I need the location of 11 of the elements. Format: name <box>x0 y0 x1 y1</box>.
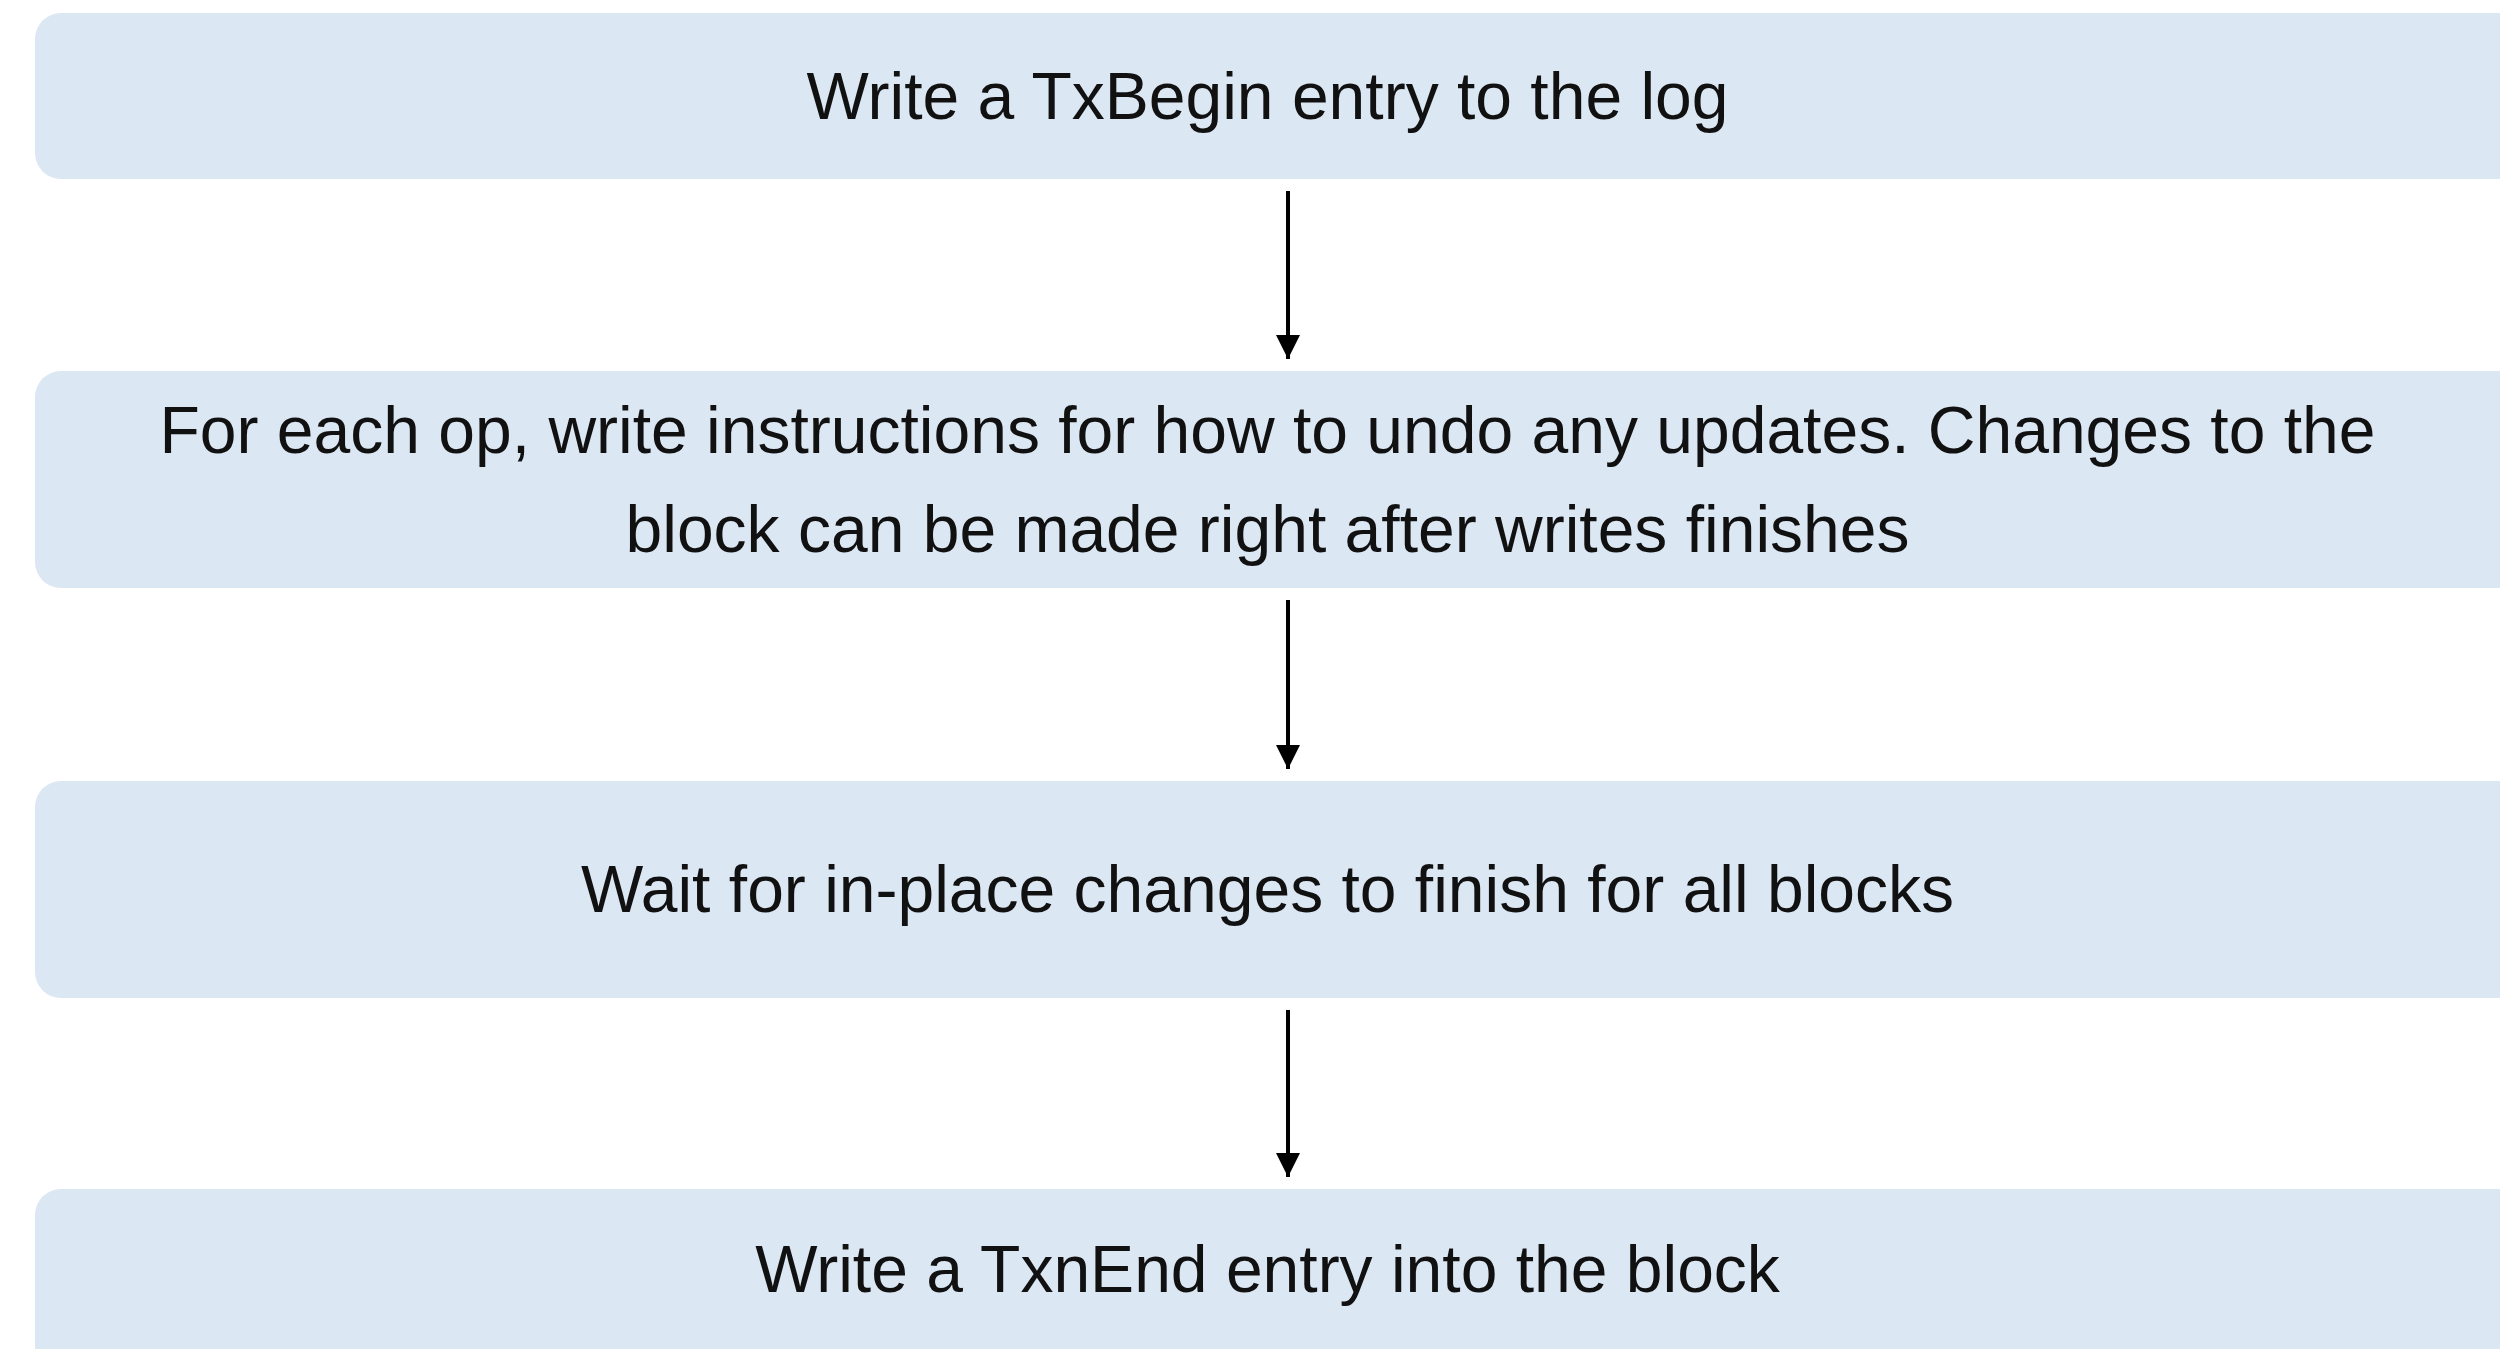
process-box <box>35 1189 2500 1349</box>
box-text: Wait for in-place changes to finish for all blocks <box>580 851 1955 928</box>
process-box <box>35 371 2500 588</box>
arrow <box>1276 600 1300 769</box>
box-text: Write a TxnEnd entry into the block <box>755 1230 1780 1308</box>
arrow <box>1276 191 1300 359</box>
process-box <box>35 13 2500 179</box>
box-text: For each op, write instructions for how to undo any updates. Changes to the block can be made right after writes finishes <box>158 391 2377 568</box>
arrow <box>1276 1010 1300 1177</box>
process-box <box>35 781 2500 998</box>
box-text: Write a TxBegin entry to the log <box>806 57 1729 135</box>
